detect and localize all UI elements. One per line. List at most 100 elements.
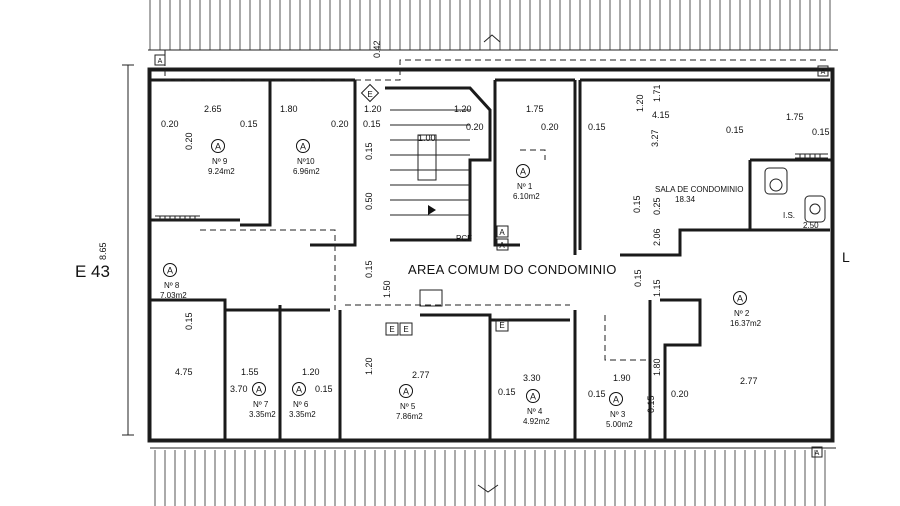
svg-text:E: E — [389, 325, 394, 334]
room-number: Nº 1 — [517, 182, 533, 191]
dimension-label: 0.15 — [726, 125, 744, 135]
room-area: 5.00m2 — [606, 420, 633, 429]
unit-marker-circle — [252, 382, 266, 396]
unit-marker-letter: A — [737, 294, 743, 304]
room-area: 9.24m2 — [208, 167, 235, 176]
dimension-label: 1.75 — [786, 112, 804, 122]
dimension-label: 0.15 — [812, 127, 830, 137]
unit-marker-circle — [296, 139, 310, 153]
dimension-label: 0.15 — [363, 119, 381, 129]
dimension-label: 1.90 — [613, 373, 631, 383]
unit-marker-circle — [733, 291, 747, 305]
north-arrow-bottom — [477, 484, 499, 493]
unit-marker-letter: A — [167, 266, 173, 276]
svg-text:PCF: PCF — [456, 234, 472, 243]
room-number: Nº 9 — [212, 157, 228, 166]
dimension-label: 0.20 — [466, 122, 484, 132]
corner-marker-1: A — [158, 58, 163, 65]
dimension-label: 1.50 — [382, 280, 392, 298]
dimension-line-left — [122, 64, 134, 436]
side-label: E 43 — [75, 262, 110, 281]
dimension-label: 3.70 — [230, 384, 248, 394]
stair-marker: E — [360, 83, 380, 103]
room-number: I.S. — [783, 211, 795, 220]
dimension-label: 2.06 — [652, 228, 662, 246]
room-number: Nº10 — [297, 157, 315, 166]
dimension-label: 2.77 — [740, 376, 758, 386]
unit-marker-letter: A — [300, 142, 306, 152]
dimension-label: 0.20 — [184, 132, 194, 150]
unit-marker-letter: A — [215, 142, 221, 152]
radiator-left — [155, 215, 200, 221]
svg-text:E: E — [499, 321, 504, 330]
unit-marker-letter: A — [613, 395, 619, 405]
overall-dimension: 8.65 — [98, 242, 108, 260]
dimension-label: 1.00 — [418, 133, 436, 143]
north-arrow-top — [483, 34, 501, 43]
toilet-icon — [764, 167, 788, 195]
dimension-label: 0.50 — [364, 192, 374, 210]
unit-marker-letter: A — [256, 385, 262, 395]
svg-text:A: A — [499, 228, 505, 237]
staircase — [390, 109, 470, 307]
room-number: Nº 8 — [164, 281, 180, 290]
dimension-label: 0.20 — [671, 389, 689, 399]
dimension-label: 3.30 — [523, 373, 541, 383]
roof-hatching-bottom — [150, 447, 836, 506]
unit-marker-letter: A — [530, 392, 536, 402]
unit-marker-letter: A — [403, 387, 409, 397]
common-area-label: AREA COMUM DO CONDOMINIO — [408, 262, 617, 277]
dimension-label: 0.15 — [633, 269, 643, 287]
elevator-markers: E E E — [385, 318, 509, 336]
room-area: 6.96m2 — [293, 167, 320, 176]
svg-text:E: E — [367, 90, 372, 99]
svg-text:E: E — [403, 325, 408, 334]
unit-marker-letter: A — [296, 385, 302, 395]
dimension-label: 0.20 — [331, 119, 349, 129]
dimension-label: 1.71 — [652, 84, 662, 102]
room-number: Nº 4 — [527, 407, 543, 416]
dimension-label: 1.20 — [635, 94, 645, 112]
dimension-label: 1.80 — [652, 358, 662, 376]
room-area: 4.92m2 — [523, 417, 550, 426]
dimension-label: 0.20 — [541, 122, 559, 132]
dimension-label: 0.15 — [184, 312, 194, 330]
corner-marker-2: A — [821, 69, 826, 76]
dimension-label: 1.20 — [364, 104, 382, 114]
dimension-label: 0.15 — [315, 384, 333, 394]
dimension-label: 4.75 — [175, 367, 193, 377]
interior-walls — [148, 78, 832, 440]
dimension-label: 1.75 — [526, 104, 544, 114]
dimension-label: 2.77 — [412, 370, 430, 380]
dashed-lines — [164, 50, 830, 361]
unit-marker-circle — [609, 392, 623, 406]
dimension-label: 0.15 — [240, 119, 258, 129]
dimension-label: 1.20 — [454, 104, 472, 114]
dimension-label: 2.65 — [204, 104, 222, 114]
unit-marker-circle — [292, 382, 306, 396]
dimension-label: 1.55 — [241, 367, 259, 377]
room-area: 16.37m2 — [730, 319, 762, 328]
room-number: Nº 3 — [610, 410, 626, 419]
svg-text:A: A — [499, 241, 505, 250]
dimension-label: 0.15 — [632, 195, 642, 213]
dimension-label: 1.15 — [652, 279, 662, 297]
room-number: Nº 5 — [400, 402, 416, 411]
roof-hatching-top — [148, 0, 838, 51]
room-area: 7.86m2 — [396, 412, 423, 421]
dimension-label: 1.80 — [280, 104, 298, 114]
dimension-label: 0.42 — [372, 40, 382, 58]
dimension-label: 0.15 — [646, 395, 656, 413]
room-area: 3.35m2 — [249, 410, 276, 419]
corner-marker-3: A — [815, 450, 820, 457]
unit-marker-circle — [399, 384, 413, 398]
room-area: 3.35m2 — [289, 410, 316, 419]
unit-marker-circle — [211, 139, 225, 153]
pcf-marker: PCF A A — [456, 225, 509, 251]
dimension-label: 1.20 — [364, 357, 374, 375]
room-area: 6.10m2 — [513, 192, 540, 201]
right-edge-label: L — [842, 249, 850, 265]
dimension-label: 0.15 — [364, 142, 374, 160]
